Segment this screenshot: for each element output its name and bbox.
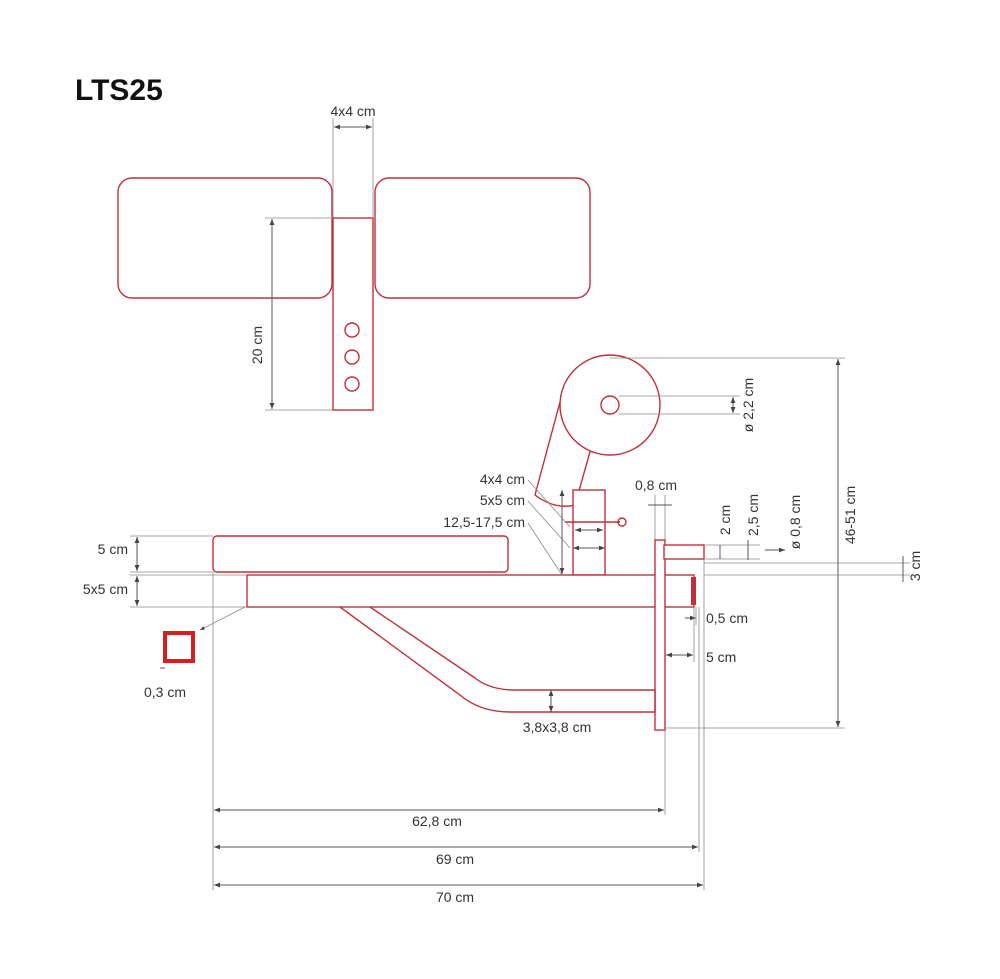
vertical-post xyxy=(572,489,606,576)
left-roller-pad xyxy=(117,177,333,299)
wall-plate xyxy=(654,539,666,731)
frame-5x5-label: 5x5 cm xyxy=(83,581,128,597)
pin-diameter-label: ø 2,2 cm xyxy=(740,378,756,432)
right-roller-pad xyxy=(374,177,591,299)
roller-end xyxy=(559,354,661,456)
dim-25-label: 2,5 cm xyxy=(745,494,761,536)
strut-label: 3,8x3,8 cm xyxy=(523,719,591,735)
tube-4x4-label: 4x4 cm xyxy=(480,471,525,487)
top-height-label: 20 cm xyxy=(249,326,265,364)
cross-section-square xyxy=(163,631,195,663)
top-width-label: 4x4 cm xyxy=(330,103,375,119)
wall-08-label: 0,8 cm xyxy=(635,477,677,493)
dim-2-label: 2 cm xyxy=(717,505,733,535)
height-range-label: 46-51 cm xyxy=(842,486,858,544)
page-title: LTS25 xyxy=(75,74,163,107)
tube-5x5-label: 5x5 cm xyxy=(480,492,525,508)
adjust-range-label: 12,5-17,5 cm xyxy=(443,514,525,530)
pin-knob xyxy=(617,517,627,527)
dim-3-label: 3 cm xyxy=(907,551,923,581)
top-view: 4x4 cm 20 cm xyxy=(117,103,591,411)
seat-pad xyxy=(212,535,509,573)
support-strut xyxy=(339,606,656,713)
dim-05-label: 0,5 cm xyxy=(706,610,748,626)
adjust-hole-2 xyxy=(344,349,360,365)
length-69-label: 69 cm xyxy=(436,851,474,867)
diameter-08-label: ø 0,8 cm xyxy=(787,495,803,549)
frame-tube xyxy=(246,574,695,608)
center-bar xyxy=(332,217,374,411)
adjust-hole-1 xyxy=(344,322,360,338)
hook-bar xyxy=(663,544,705,560)
length-628-label: 62,8 cm xyxy=(412,813,462,829)
wall-03-label: 0,3 cm xyxy=(144,684,186,700)
dim-5-label: 5 cm xyxy=(706,649,736,665)
frame-end-cap xyxy=(691,577,696,605)
side-view: 0,3 cm 5 cm 5x5 cm ø 2,2 cm 46-51 cm 4x4… xyxy=(83,354,923,905)
pad-5-label: 5 cm xyxy=(98,541,128,557)
roller-hole xyxy=(600,395,620,415)
adjust-hole-3 xyxy=(344,376,360,392)
length-70-label: 70 cm xyxy=(436,889,474,905)
